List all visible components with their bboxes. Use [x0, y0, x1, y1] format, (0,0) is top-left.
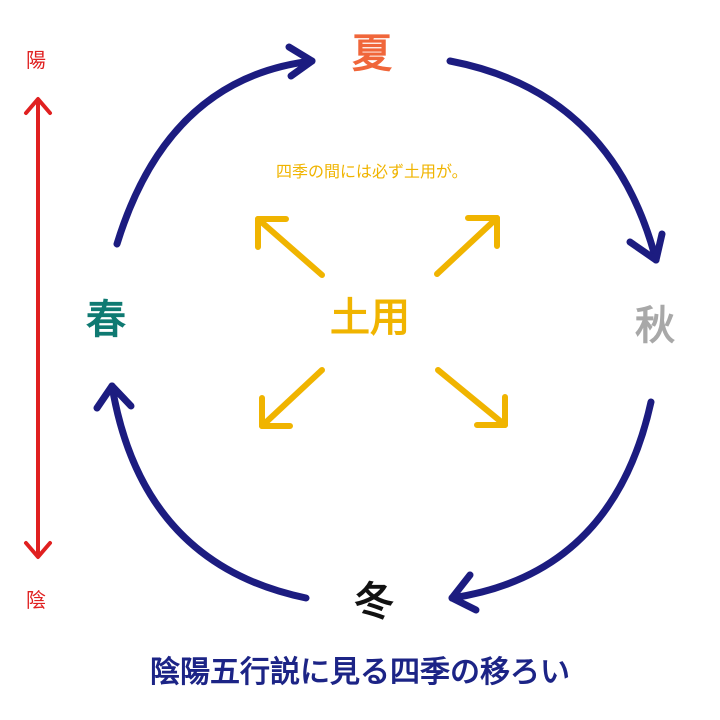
- arrow-spring-to-summer: [113, 57, 316, 248]
- yang-label: 陽: [26, 48, 46, 72]
- arrowhead-spring: [93, 382, 135, 412]
- season-spring-label: 春: [86, 297, 126, 343]
- doyo-arrowhead-down-left: [259, 395, 293, 429]
- season-autumn-label: 秋: [635, 303, 675, 349]
- season-winter-label: 冬: [354, 579, 394, 625]
- arrowhead-summer: [285, 43, 316, 80]
- yin-label: 陰: [26, 588, 46, 612]
- doyo-arrow-up-left: [255, 216, 325, 278]
- doyo-arrow-up-right: [434, 215, 500, 277]
- yang-arrowhead: [24, 97, 52, 115]
- arrow-summer-to-autumn: [446, 57, 660, 264]
- arrow-autumn-to-winter: [448, 398, 655, 602]
- season-summer-label: 夏: [352, 31, 392, 77]
- doyo-arrowhead-up-left: [255, 216, 289, 250]
- doyo-arrows: [255, 215, 508, 429]
- doyo-arrow-down-left: [259, 367, 325, 429]
- yin-yang-axis: [24, 97, 52, 559]
- doyo-arrow-down-right: [435, 367, 508, 428]
- arrowhead-winter: [448, 571, 480, 614]
- arrowhead-autumn: [626, 230, 666, 264]
- doyo-arrowhead-up-right: [465, 215, 500, 249]
- arrow-winter-to-spring: [108, 382, 310, 602]
- yin-arrowhead: [24, 541, 52, 559]
- diagram-title: 陰陽五行説に見る四季の移ろい: [150, 655, 570, 690]
- doyo-center-label: 土用: [330, 295, 410, 341]
- doyo-arrowhead-down-right: [474, 394, 508, 428]
- doyo-note: 四季の間には必ず土用が。: [276, 162, 468, 181]
- cycle-arrows: [93, 43, 666, 614]
